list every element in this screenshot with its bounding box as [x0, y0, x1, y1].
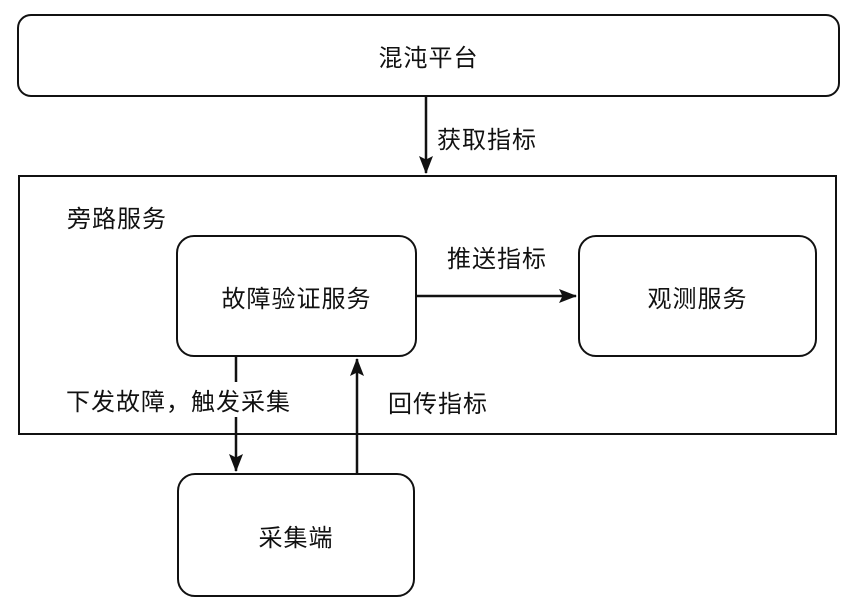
edge-label-dispatch-fault: 下发故障，触发采集 [66, 382, 291, 417]
node-collector-label: 采集端 [258, 524, 334, 552]
node-chaos-platform: 混沌平台 [17, 14, 840, 97]
node-collector: 采集端 [177, 473, 415, 597]
node-observation-service-label: 观测服务 [647, 285, 748, 313]
node-fault-verification-service: 故障验证服务 [176, 235, 417, 357]
node-chaos-platform-label: 混沌平台 [378, 45, 479, 72]
group-bypass-service-label: 旁路服务 [67, 206, 167, 233]
edge-label-push-metrics: 推送指标 [447, 239, 547, 274]
node-fault-verification-service-label: 故障验证服务 [221, 285, 372, 313]
edge-label-return-metrics: 回传指标 [388, 384, 488, 419]
group-bypass-service [18, 175, 837, 435]
edge-label-fetch-metrics: 获取指标 [437, 120, 537, 155]
node-observation-service: 观测服务 [578, 235, 817, 357]
